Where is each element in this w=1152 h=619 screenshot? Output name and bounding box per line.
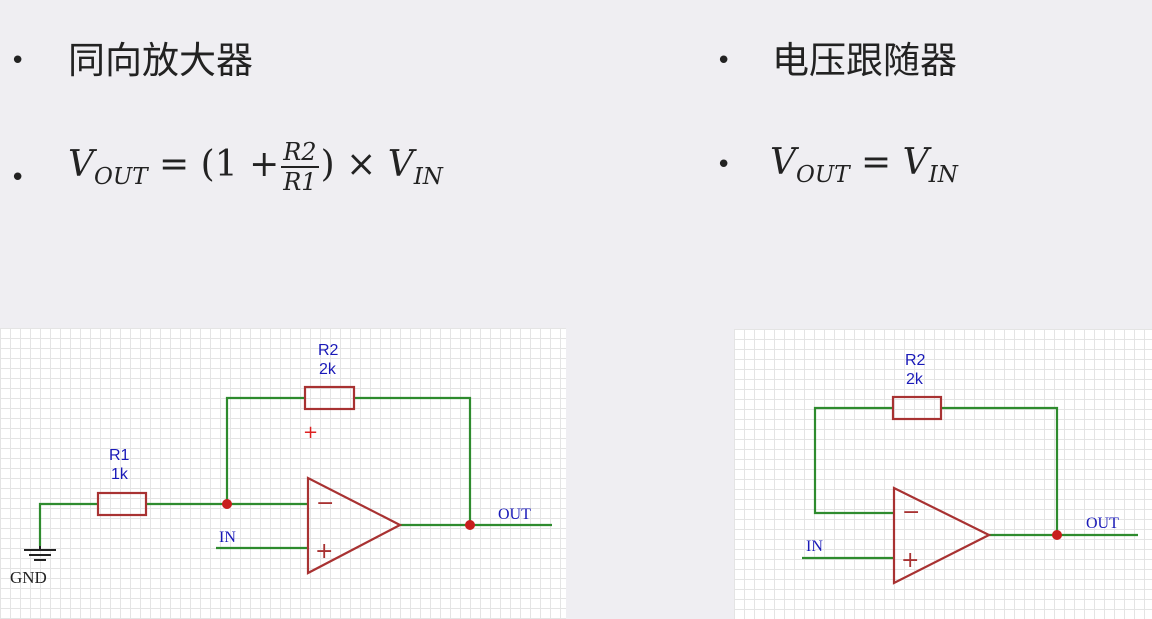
r2-value: 2k (906, 371, 924, 388)
opamp-minus: − (316, 491, 334, 516)
right-title: 电压跟随器 (772, 39, 957, 82)
v-in-symbol: V (902, 142, 929, 183)
bullet: • (716, 150, 732, 180)
plus-marker: + (303, 422, 318, 443)
close-paren-times: ) × (320, 144, 377, 185)
in-label: IN (219, 529, 236, 546)
junction-dot (465, 520, 475, 530)
resistor-r2 (303, 385, 356, 411)
r1-value: 1k (111, 466, 129, 483)
in-label: IN (806, 538, 823, 555)
non-inverting-amplifier-schematic: − + R1 1k R2 2k + IN OUT GND (0, 328, 566, 619)
right-formula: VOUT = VIN (770, 145, 958, 187)
junction-dot (222, 499, 232, 509)
junction-dot (1052, 530, 1062, 540)
wire-feedback-right (354, 396, 472, 525)
equals-sign: = (861, 142, 892, 183)
equals-sign: = (159, 144, 190, 185)
v-in-subscript: IN (413, 164, 443, 190)
bullet: • (10, 46, 26, 76)
schematic-canvas: − + R2 2k IN OUT (802, 352, 1138, 585)
r2-name: R2 (905, 352, 926, 369)
resistor-r2 (891, 395, 943, 421)
wire-feedback-left (813, 406, 894, 515)
opamp-plus: + (901, 548, 919, 573)
v-out-symbol: V (770, 142, 796, 183)
v-in-symbol: V (387, 144, 414, 185)
wires (38, 396, 552, 550)
wires (802, 406, 1138, 560)
r1-name: R1 (109, 447, 130, 464)
v-out-subscript: OUT (94, 164, 148, 190)
bullet: • (10, 163, 26, 193)
r2-name: R2 (318, 342, 339, 359)
out-label: OUT (1086, 515, 1119, 532)
r2-value: 2k (319, 361, 337, 378)
v-out-symbol: V (68, 144, 94, 185)
wire-feedback-right (941, 406, 1059, 535)
left-title: 同向放大器 (68, 39, 253, 82)
out-label: OUT (498, 506, 531, 523)
open-paren: (1 + (200, 144, 280, 185)
fraction-numerator: R2 (281, 138, 319, 168)
opamp-triangle (892, 486, 992, 585)
bullet: • (716, 46, 732, 76)
schematic-canvas: − + R1 1k R2 2k + IN OUT GND (10, 342, 552, 587)
opamp-triangle (306, 476, 403, 575)
v-in-subscript: IN (928, 162, 958, 188)
wire-gnd-r1 (38, 502, 98, 546)
resistor-r1 (96, 491, 148, 517)
ground-icon (24, 546, 56, 561)
v-out-subscript: OUT (796, 162, 850, 188)
opamp-plus: + (315, 539, 333, 564)
opamp-minus: − (902, 500, 920, 525)
fraction-denominator: R1 (283, 168, 317, 196)
gnd-label: GND (10, 568, 47, 587)
voltage-follower-schematic: − + R2 2k IN OUT (734, 329, 1152, 619)
wire-feedback-left (225, 396, 305, 504)
